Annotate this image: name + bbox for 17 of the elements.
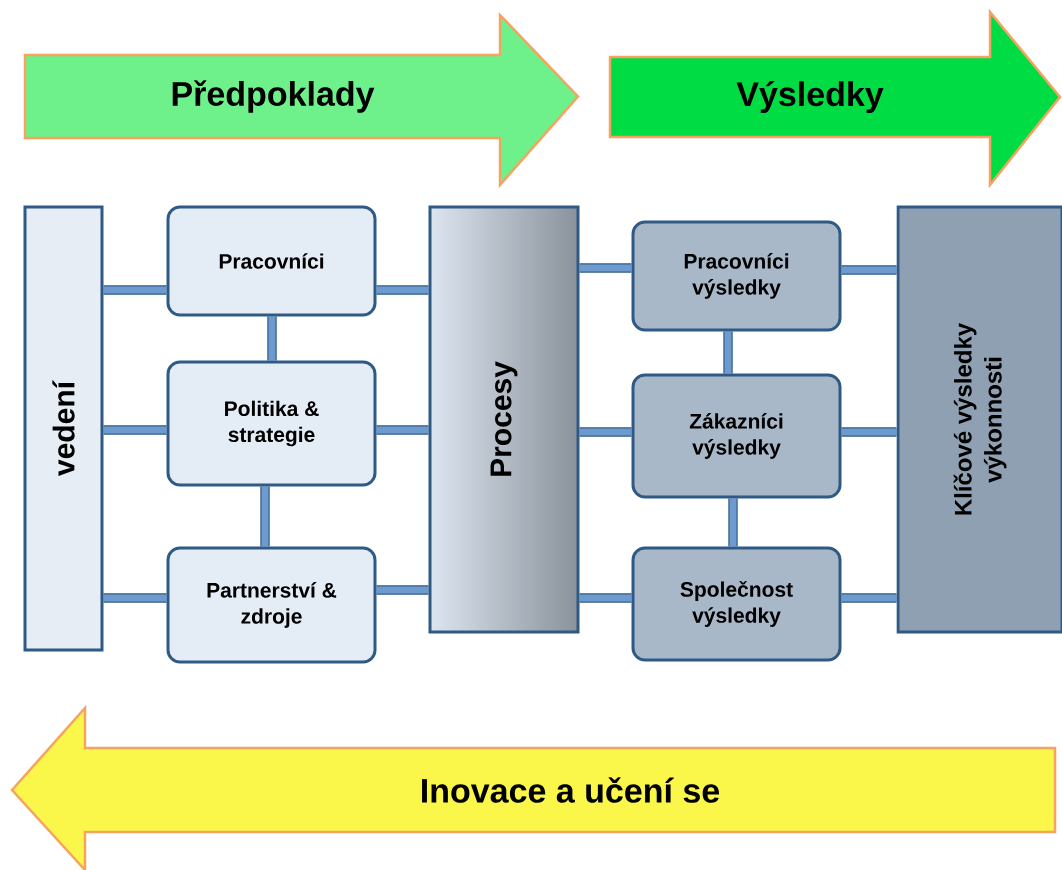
rounded-box: Politika & strategie [166, 360, 377, 487]
rounded-box: Pracovníci [166, 205, 377, 317]
vertical-bar: vedení [23, 205, 104, 652]
heading-band: Předpoklady [23, 11, 580, 189]
rounded-box: Pracovníci výsledky [631, 220, 842, 332]
connector-bar [103, 285, 167, 295]
connector-bar [728, 498, 738, 547]
vertical-bar: Klíčové výsledky výkonnosti [896, 205, 1062, 634]
connector-bar [103, 593, 167, 603]
heading-band: Inovace a učení se [10, 704, 1057, 870]
connector-bar [260, 486, 270, 547]
heading-band: Výsledky [608, 8, 1062, 189]
rounded-box: Zákazníci výsledky [631, 373, 842, 499]
rounded-box: Partnerství & zdroje [166, 546, 377, 664]
connector-bar [103, 425, 167, 435]
vertical-bar: Procesy [428, 205, 580, 634]
rounded-box: Společnost výsledky [631, 546, 842, 662]
